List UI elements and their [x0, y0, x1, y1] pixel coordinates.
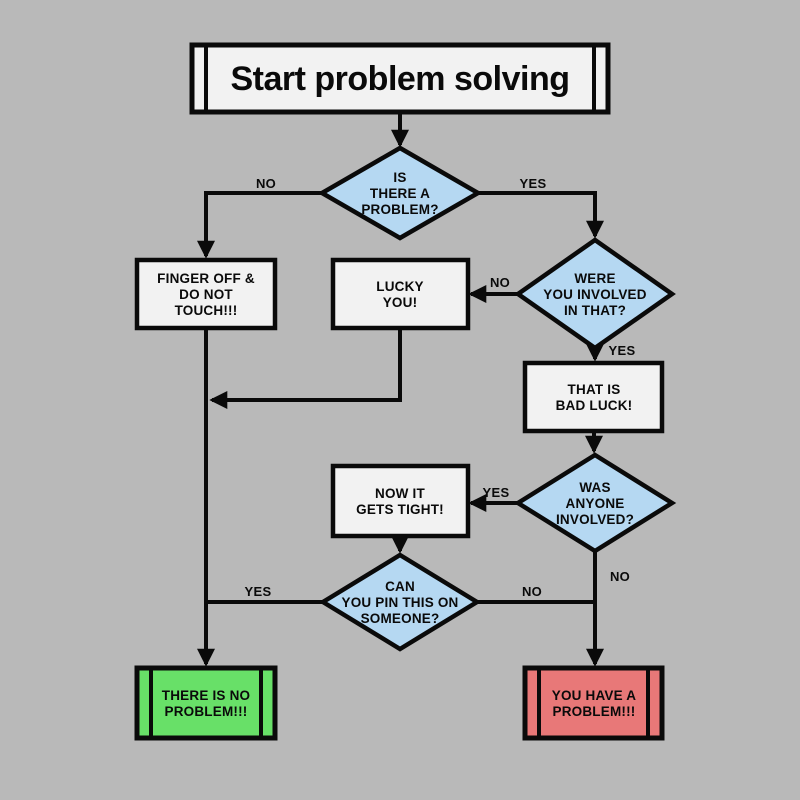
edge-label-pin-no: NO: [522, 584, 542, 599]
svg-text:LUCKY: LUCKY: [376, 279, 424, 294]
edge-label-problem-no: NO: [256, 176, 276, 191]
svg-text:WAS: WAS: [579, 480, 610, 495]
svg-text:NOW IT: NOW IT: [375, 486, 425, 501]
edge-luckyyou-merge: [209, 328, 402, 409]
svg-text:IS: IS: [393, 170, 406, 185]
svg-text:THERE IS NO: THERE IS NO: [162, 688, 250, 703]
svg-text:CAN: CAN: [385, 579, 415, 594]
svg-text:PROBLEM?: PROBLEM?: [361, 202, 438, 217]
svg-text:PROBLEM!!!: PROBLEM!!!: [553, 704, 636, 719]
svg-text:TOUCH!!!: TOUCH!!!: [175, 303, 238, 318]
svg-text:DO NOT: DO NOT: [179, 287, 233, 302]
svg-text:THERE A: THERE A: [370, 186, 430, 201]
node-finger-off: FINGER OFF & DO NOT TOUCH!!!: [134, 257, 278, 331]
svg-text:YOU HAVE A: YOU HAVE A: [552, 688, 637, 703]
node-that-is-bad-luck: THAT IS BAD LUCK!: [522, 360, 665, 434]
edge-label-problem-yes: YES: [520, 176, 547, 191]
svg-text:SOMEONE?: SOMEONE?: [361, 611, 440, 626]
svg-text:PROBLEM!!!: PROBLEM!!!: [165, 704, 248, 719]
node-there-is-no-problem: THERE IS NO PROBLEM!!!: [134, 665, 278, 741]
start-node: Start problem solving: [189, 42, 611, 115]
edge-label-involved-yes: YES: [609, 343, 636, 358]
svg-text:INVOLVED?: INVOLVED?: [556, 512, 634, 527]
svg-text:YOU PIN THIS ON: YOU PIN THIS ON: [341, 595, 458, 610]
svg-text:YOU INVOLVED: YOU INVOLVED: [543, 287, 646, 302]
start-node-label: Start problem solving: [231, 60, 570, 98]
svg-text:WERE: WERE: [574, 271, 615, 286]
node-now-it-gets-tight: NOW IT GETS TIGHT!: [330, 463, 471, 539]
decision-can-you-pin: CAN YOU PIN THIS ON SOMEONE?: [318, 552, 482, 652]
svg-text:BAD LUCK!: BAD LUCK!: [556, 398, 633, 413]
edge-label-involved-no: NO: [490, 275, 510, 290]
svg-text:IN THAT?: IN THAT?: [564, 303, 626, 318]
edge-label-anyone-yes: YES: [483, 485, 510, 500]
edge-label-anyone-no: NO: [610, 569, 630, 584]
svg-text:GETS TIGHT!: GETS TIGHT!: [356, 502, 444, 517]
svg-text:ANYONE: ANYONE: [566, 496, 625, 511]
decision-is-there-a-problem: IS THERE A PROBLEM?: [317, 145, 483, 241]
edge-problem-yes: [478, 191, 604, 239]
node-you-have-a-problem: YOU HAVE A PROBLEM!!!: [522, 665, 665, 741]
decision-were-you-involved: WERE YOU INVOLVED IN THAT?: [514, 237, 676, 351]
svg-text:THAT IS: THAT IS: [568, 382, 621, 397]
edge-problem-no: [197, 191, 322, 259]
node-lucky-you: LUCKY YOU!: [330, 257, 471, 331]
svg-text:YOU!: YOU!: [383, 295, 418, 310]
decision-was-anyone-involved: WAS ANYONE INVOLVED?: [513, 452, 677, 554]
edge-label-pin-yes: YES: [245, 584, 272, 599]
svg-text:FINGER OFF &: FINGER OFF &: [157, 271, 255, 286]
